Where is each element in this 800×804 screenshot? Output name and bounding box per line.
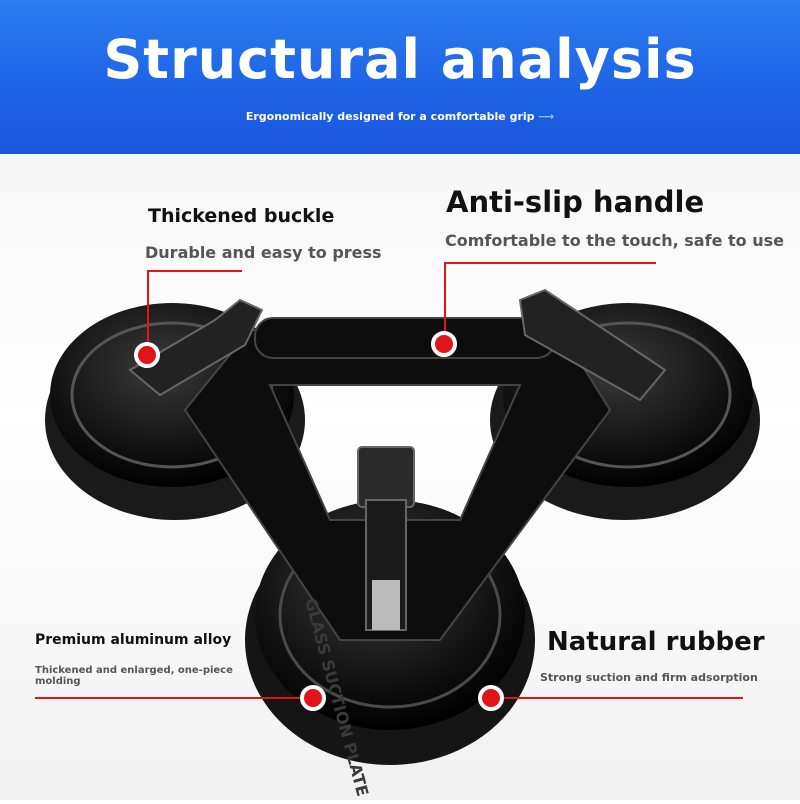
page-subtitle: Ergonomically designed for a comfortable… (245, 110, 555, 123)
callout-title-buckle: Thickened buckle (148, 205, 335, 227)
callout-desc-handle: Comfortable to the touch, safe to use (445, 231, 784, 250)
buckle-bottom (357, 446, 415, 631)
callout-line (35, 697, 313, 699)
marker-dot-rubber (478, 685, 504, 711)
callout-title-alloy: Premium aluminum alloy (35, 632, 232, 648)
marker-dot-handle (431, 331, 457, 357)
header-banner: Structural analysis Ergonomically design… (0, 0, 800, 154)
marker-dot-buckle (134, 342, 160, 368)
marker-dot-alloy (300, 685, 326, 711)
callout-line (491, 697, 743, 699)
callout-desc-alloy: Thickened and enlarged, one-piece moldin… (35, 665, 233, 687)
callout-desc-rubber: Strong suction and firm adsorption (540, 671, 758, 684)
buckle-left (128, 298, 264, 397)
callout-desc-buckle: Durable and easy to press (145, 243, 382, 262)
callout-line (147, 270, 242, 272)
callout-title-rubber: Natural rubber (547, 627, 765, 657)
callout-line (444, 262, 446, 344)
buckle-right (518, 288, 667, 402)
callout-title-handle: Anti-slip handle (446, 185, 705, 219)
callout-line (147, 270, 149, 355)
page-title: Structural analysis (103, 28, 697, 91)
callout-line (444, 262, 656, 264)
